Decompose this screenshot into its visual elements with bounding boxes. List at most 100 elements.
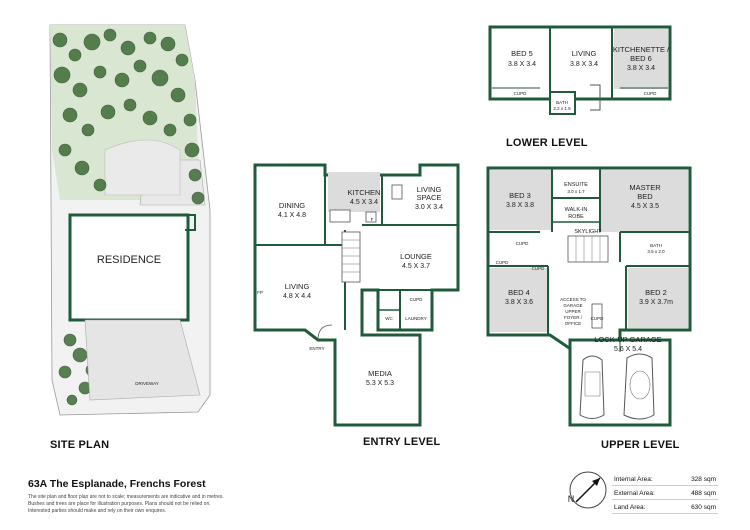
tree <box>133 59 147 73</box>
fridge <box>365 211 377 223</box>
area-value: 328 sqm <box>691 476 716 483</box>
tree <box>175 53 189 67</box>
upper-bed3-dims: 3.8 X 3.8 <box>506 202 534 209</box>
entry-media-name: MEDIA <box>368 369 392 378</box>
upper-bed3-name: BED 3 <box>509 191 531 200</box>
entry-lounge-name: LOUNGE <box>400 252 432 261</box>
tree <box>74 160 90 176</box>
upper-master-name: MASTER <box>629 183 661 192</box>
entry-f: F <box>371 217 374 222</box>
entry-fp: FP <box>257 290 263 295</box>
upper-garage-name: LOCK-UP GARAGE <box>594 335 661 344</box>
tree <box>68 48 82 62</box>
upper-bed2-dims: 3.9 X 3.7m <box>639 299 673 306</box>
disclaimer-line-1: The site plan and floor plan are not to … <box>28 494 224 500</box>
upper-master-name2: BED <box>637 192 653 201</box>
lower-bath-dims: 2.2 x 1.9 <box>553 106 571 111</box>
entry-cupd-name: CUPD <box>410 297 424 302</box>
upper-bed4-dims: 3.8 X 3.6 <box>505 299 533 306</box>
tree <box>163 123 177 137</box>
tree <box>184 142 200 158</box>
upper-skylight-name: SKYLIGHT <box>574 229 602 235</box>
bed2-fill <box>628 268 688 328</box>
trees <box>52 28 205 406</box>
entry-living-space-name: LIVING <box>417 185 442 194</box>
lower-kitchenette-name: KITCHENETTE / <box>613 45 670 54</box>
disclaimer-line-3: Interested parties should make and rely … <box>28 508 167 514</box>
entry-kitchen-dims: 4.5 X 3.4 <box>350 199 378 206</box>
tree <box>72 347 88 363</box>
entry-level-plan <box>253 163 460 427</box>
site-labels: RESIDENCE DRIVEWAY <box>97 254 161 386</box>
tree <box>53 66 71 84</box>
tree <box>160 36 176 52</box>
upper-bath-name: BATH <box>650 243 662 248</box>
island-bench <box>329 209 351 223</box>
upper-access-3: UPPER <box>565 309 581 314</box>
upper-garage-dims: 5.6 X 5.4 <box>614 346 642 353</box>
tree <box>52 32 68 48</box>
site-plan-title: SITE PLAN <box>50 439 110 451</box>
tree <box>191 191 205 205</box>
upper-labels: BED 3 3.8 X 3.8 ENSUITE 3.0 x 1.7 MASTER… <box>496 182 673 353</box>
tree <box>66 394 78 406</box>
lower-bath <box>549 91 576 115</box>
entry-stairs <box>341 231 361 283</box>
entry-living-space-dims: 3.0 X 3.4 <box>415 204 443 211</box>
bed3-fill <box>490 170 552 230</box>
yard-clearing <box>104 139 181 196</box>
lower-bed5-name: BED 5 <box>511 49 533 58</box>
driveway <box>84 319 201 401</box>
area-row-external: External Area: 488 sqm <box>612 488 718 500</box>
tree <box>123 98 137 112</box>
tree <box>93 65 107 79</box>
upper-walkin-name: WALK-IN <box>565 207 588 213</box>
north-arrow <box>569 471 607 509</box>
upper-ensuite-name: ENSUITE <box>564 182 588 188</box>
kitchenette-fill <box>614 29 668 89</box>
upper-bed4-name: BED 4 <box>508 288 530 297</box>
car-right <box>623 353 655 420</box>
residence-step <box>185 214 196 231</box>
upper-access-2: GARAGE <box>563 303 582 308</box>
upper-master-dims: 4.5 X 3.5 <box>631 203 659 210</box>
entry-dining-dims: 4.1 X 4.8 <box>278 212 306 219</box>
tree <box>114 72 130 88</box>
tree <box>83 33 101 51</box>
lower-bed5-dims: 3.8 X 3.4 <box>508 61 536 68</box>
upper-cupd-1: CUPD <box>516 241 530 246</box>
tree <box>58 365 72 379</box>
entry-living-space-name2: SPACE <box>417 193 442 202</box>
upper-bed2-name: BED 2 <box>645 288 667 297</box>
lower-cupd-2: CUPD <box>644 91 658 96</box>
lower-living-name: LIVING <box>572 49 597 58</box>
upper-level-title: UPPER LEVEL <box>601 439 680 451</box>
entry-living-name: LIVING <box>285 282 310 291</box>
upper-access-4: FOYER / <box>564 315 583 320</box>
lower-labels: BED 5 3.8 X 3.4 LIVING 3.8 X 3.4 KITCHEN… <box>508 45 670 111</box>
entry-laundry-name: LAUNDRY <box>405 316 426 321</box>
entry-labels: DINING 4.1 X 4.8 KITCHEN 4.5 X 3.4 LIVIN… <box>257 185 443 387</box>
tree <box>63 333 77 347</box>
tree <box>93 178 107 192</box>
entry-living-dims: 4.8 X 4.4 <box>283 293 311 300</box>
area-value: 630 sqm <box>691 504 716 511</box>
area-row-internal: Internal Area: 328 sqm <box>612 474 718 486</box>
tree <box>58 143 72 157</box>
entry-media-dims: 5.3 X 5.3 <box>366 380 394 387</box>
lower-level-title: LOWER LEVEL <box>506 137 588 149</box>
site-plan <box>49 24 211 416</box>
tree <box>143 31 157 45</box>
upper-bath-dims: 3.5 x 2.0 <box>647 249 665 254</box>
area-label: Land Area: <box>614 504 646 511</box>
lower-cupd-1: CUPD <box>514 91 528 96</box>
north-label: N <box>568 494 575 504</box>
entry-wc-name: WC <box>385 316 393 321</box>
lower-living-dims: 3.8 X 3.4 <box>570 61 598 68</box>
tree <box>100 104 116 120</box>
entry-lounge-dims: 4.5 X 3.7 <box>402 263 430 270</box>
disclaimer-line-2: Bushes and trees are place for illustrat… <box>28 501 211 507</box>
tree <box>62 107 78 123</box>
tree <box>170 87 186 103</box>
